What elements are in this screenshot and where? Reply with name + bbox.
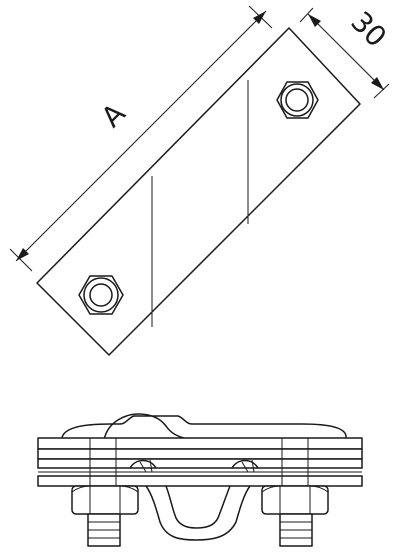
dimension-length-label: A — [95, 97, 132, 134]
dimension-width: 30 — [299, 5, 393, 99]
thread-left — [87, 513, 121, 547]
dimension-width-label: 30 — [344, 5, 393, 54]
hex-nut-bottom — [78, 275, 124, 315]
u-strap — [145, 485, 251, 541]
wire-seat-right — [231, 459, 259, 473]
hex-nut-top — [276, 81, 319, 119]
top-cap — [61, 415, 347, 441]
side-nut-right — [261, 485, 329, 515]
clamp-layer-4 — [37, 475, 363, 487]
strap-arch — [103, 413, 185, 441]
clamp-plate-outline — [36, 27, 361, 356]
side-nut-left — [71, 485, 139, 515]
clamp-layer-2 — [37, 448, 363, 460]
thread-right — [279, 513, 313, 547]
wire-seat-left — [129, 459, 157, 473]
side-view — [37, 413, 363, 547]
top-view: A 30 — [9, 5, 393, 356]
clamp-layer-3 — [37, 458, 363, 469]
clamp-layer-1 — [37, 437, 363, 450]
